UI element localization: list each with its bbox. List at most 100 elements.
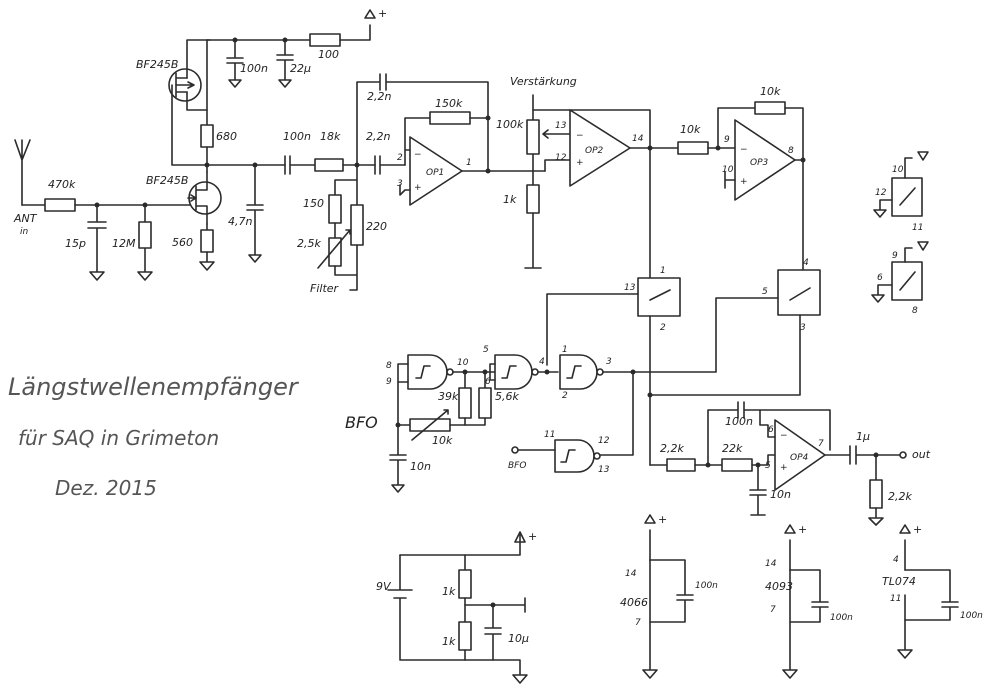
plus-tl074: + [913,523,922,536]
g3-pin1: 1 [562,345,568,355]
c-47n-label: 4,7n [228,215,252,228]
pot-100k-label: 100k [496,118,524,131]
q2-label: BF245B [146,174,188,187]
op3-pin10: 10 [722,165,734,175]
g4-pin13: 13 [598,465,610,475]
q1-label: BF245B [136,58,178,71]
sw1-pin1: 1 [660,266,666,276]
op4-label: OP4 [790,453,809,463]
c-2n2-a-label: 2,2n [367,90,391,103]
ic-4093-label: 4093 [765,580,793,593]
r-470k-label: 470k [48,178,76,191]
analog-switches: 1 2 1 3 4 3 5 [546,147,821,466]
sw2-pin5: 5 [762,287,768,297]
sw-b-pin8: 8 [912,306,918,316]
r-2k2-a-label: 2,2k [660,442,684,455]
sw-b-pin9: 9 [892,251,898,261]
c-100n-coupling-label: 100n [283,130,311,143]
c-10n-bfo-label: 10n [410,460,431,473]
ic-tl074-label: TL074 [882,575,916,588]
op1-pin1: 1 [466,158,472,168]
r-10k-fb-label: 10k [760,85,781,98]
r-560-label: 560 [172,236,193,249]
sw-a-pin11: 11 [912,223,923,233]
op1-pin3: 3 [397,179,403,189]
op3: 10k 10k OP3 − + 9 10 8 [677,85,806,271]
c-10u-label: 10µ [508,632,529,645]
op4-pin5: 5 [765,461,771,471]
r-150k-label: 150k [435,97,463,110]
g2-pin6: 6 [485,377,491,387]
bfo-oscillator: 8 9 10 39k 5,6k 10k BFO 10n 5 6 4 [345,345,636,493]
op4-pin7: 7 [818,439,824,449]
r-150-label: 150 [303,197,324,210]
plus-4066: + [658,513,667,526]
title-line-3: Dez. 2015 [55,476,157,500]
battery-label: 9V [376,580,392,593]
pin14-4066: 14 [625,569,637,579]
g1-pin9: 9 [386,377,392,387]
jfet-q1: BF245B 680 100 + 100n 22µ [136,7,387,173]
op3-plus: + [740,177,748,187]
filter-label: Filter [310,282,340,295]
op1-minus: − [414,150,422,160]
g3-pin3: 3 [606,357,612,367]
sw-b-pin6: 6 [877,273,883,283]
switch-pinouts: 10 12 11 9 6 8 [871,151,929,316]
r-2k2-out-label: 2,2k [888,490,912,503]
jfet-q2: BF245B 560 [146,171,222,271]
c-100n-lp-label: 100n [725,415,753,428]
r-220-label: 220 [366,220,387,233]
c-1u-label: 1µ [856,430,870,443]
op1-pin2: 2 [397,153,403,163]
g4-pin11: 11 [544,430,555,440]
g3-pin2: 2 [562,391,568,401]
title-line-2: für SAQ in Grimeton [18,426,219,450]
op3-pin9: 9 [724,135,730,145]
op2-plus: + [576,158,584,168]
op2-pin14: 14 [632,134,644,144]
filter-stage: 4,7n 100n 18k 2,2n 2,2n 150 2,5k 220 Fil… [206,73,489,295]
c-100n-tl074-label: 100n [960,611,983,621]
r-1k-gain-label: 1k [503,193,517,206]
c-2n2-b-label: 2,2n [366,130,390,143]
sw-a-pin10: 10 [892,165,904,175]
g2-pin5: 5 [483,345,489,355]
pin14-4093: 14 [765,559,777,569]
op2-pin12: 12 [555,153,567,163]
r-39k-label: 39k [438,390,459,403]
op4-output: 2,2k 100n 22k 10n OP4 − + 6 5 7 1µ out 2… [649,401,931,526]
supply-plus-1: + [378,7,387,20]
out-label: out [912,448,931,461]
antenna-sub-label: in [20,227,29,237]
c-100n-4093-label: 100n [830,613,853,623]
gain-label: Verstärkung [510,75,577,88]
op2-label: OP2 [585,146,604,156]
op4-plus: + [780,463,788,473]
c-100n-4066-label: 100n [695,581,718,591]
ic-4066-supply: + 14 100n 4066 7 [620,513,718,679]
op1-label: OP1 [426,168,444,178]
antenna-input: ANT in 470k 15p 12M [13,139,196,281]
op2-minus: − [576,131,584,141]
r-680-label: 680 [216,130,237,143]
ic-4093-supply: + 14 4093 7 100n [765,523,853,679]
antenna-label: ANT [13,212,38,225]
bfo-in-label: BFO [508,461,526,471]
op2-pin13: 13 [555,121,567,131]
sw-a-pin12: 12 [875,188,887,198]
op4-pin6: 6 [768,425,774,435]
c-100n-supply-label: 100n [240,62,268,75]
op2: Verstärkung 100k 1k OP2 − + 13 12 14 [496,75,679,269]
r-10k-in-label: 10k [680,123,701,136]
c-15p-label: 15p [65,237,86,250]
sw2-pin3: 3 [800,323,806,333]
op1: OP1 − + 2 3 1 150k [397,97,546,206]
g1-pin10: 10 [457,358,469,368]
sw2-pin4: 4 [803,258,809,268]
pin7-4093: 7 [770,605,776,615]
pot-10k-label: 10k [432,434,453,447]
bfo-label: BFO [345,413,378,432]
r-100-label: 100 [318,48,339,61]
